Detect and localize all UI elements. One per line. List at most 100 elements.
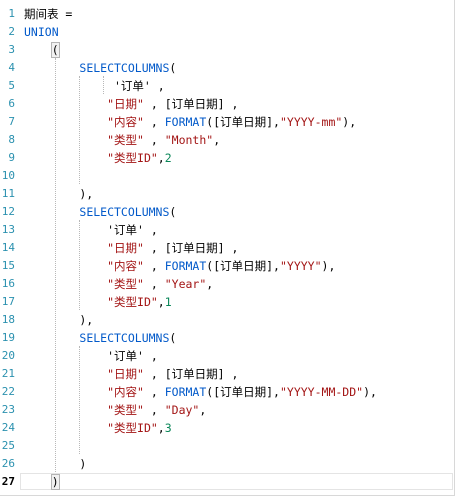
code-token: 2 xyxy=(164,151,172,165)
code-token: SELECTCOLUMNS xyxy=(79,61,170,75)
code-token: "YYYY" xyxy=(279,259,322,273)
code-token xyxy=(24,259,107,273)
code-token xyxy=(24,331,79,345)
code-token: "Month" xyxy=(164,133,214,147)
code-token: , [订单日期] , xyxy=(143,241,239,255)
code-token: ), xyxy=(342,115,357,129)
code-token xyxy=(24,295,107,309)
code-line[interactable]: "类型ID",3 xyxy=(24,419,172,437)
code-line[interactable]: '订单' , xyxy=(24,347,158,365)
code-line[interactable]: "内容" , FORMAT([订单日期],"YYYY-MM-DD"), xyxy=(24,383,377,401)
code-token: ([订单日期], xyxy=(206,259,280,273)
indent-guide xyxy=(79,220,80,310)
code-token xyxy=(24,205,79,219)
code-token: ) xyxy=(24,457,87,471)
code-token: FORMAT xyxy=(164,115,207,129)
code-token: , xyxy=(143,259,165,273)
code-line[interactable]: UNION xyxy=(24,23,59,41)
code-line[interactable]: 期间表 = xyxy=(24,5,72,23)
code-token: SELECTCOLUMNS xyxy=(79,205,170,219)
line-number: 10 xyxy=(1,169,15,182)
code-line[interactable]: '订单' , xyxy=(24,77,165,95)
code-line[interactable]: ), xyxy=(24,311,93,329)
line-number: 22 xyxy=(1,385,15,398)
code-token: '订单' , xyxy=(24,223,158,237)
code-token: , xyxy=(143,115,165,129)
line-number: 2 xyxy=(8,25,15,38)
code-token xyxy=(24,151,107,165)
code-line[interactable]: "日期" , [订单日期] , xyxy=(24,95,238,113)
code-token: , xyxy=(143,277,165,291)
code-line[interactable]: "内容" , FORMAT([订单日期],"YYYY-mm"), xyxy=(24,113,356,131)
code-line[interactable]: "内容" , FORMAT([订单日期],"YYYY"), xyxy=(24,257,335,275)
code-token: ( xyxy=(169,61,177,75)
code-token: ([订单日期], xyxy=(206,385,280,399)
line-number: 17 xyxy=(1,295,15,308)
code-token: , xyxy=(143,403,165,417)
line-number: 3 xyxy=(8,43,15,56)
code-token: "YYYY-mm" xyxy=(279,115,343,129)
code-token: "类型" xyxy=(107,403,144,417)
code-line[interactable]: SELECTCOLUMNS( xyxy=(24,203,176,221)
line-number: 12 xyxy=(1,205,15,218)
line-number: 23 xyxy=(1,403,15,416)
code-line[interactable]: SELECTCOLUMNS( xyxy=(24,59,176,77)
indent-guide xyxy=(79,346,80,454)
code-token: , xyxy=(143,133,165,147)
code-line[interactable]: "类型ID",2 xyxy=(24,149,172,167)
code-token xyxy=(24,385,107,399)
code-line[interactable]: ) xyxy=(24,473,59,491)
code-token xyxy=(24,133,107,147)
code-line[interactable]: "类型" , "Day", xyxy=(24,401,206,419)
line-number: 15 xyxy=(1,259,15,272)
code-token: "日期" xyxy=(107,367,144,381)
code-token xyxy=(24,367,107,381)
line-number: 1 xyxy=(8,7,15,20)
code-token: "Day" xyxy=(164,403,200,417)
code-line[interactable]: "类型" , "Year", xyxy=(24,275,213,293)
code-token: , xyxy=(213,133,221,147)
code-token: SELECTCOLUMNS xyxy=(79,331,170,345)
code-line[interactable]: '订单' , xyxy=(24,221,158,239)
code-token xyxy=(24,277,107,291)
code-token: "类型" xyxy=(107,277,144,291)
code-token: ( xyxy=(169,205,177,219)
code-token: FORMAT xyxy=(164,259,207,273)
current-line-highlight xyxy=(20,473,453,490)
code-token: "类型ID" xyxy=(107,151,158,165)
indent-guide xyxy=(79,76,80,184)
code-token: , xyxy=(157,295,165,309)
code-line[interactable]: ), xyxy=(24,185,93,203)
code-token: , xyxy=(157,151,165,165)
code-token: '订单' , xyxy=(24,79,165,93)
code-token: ), xyxy=(24,313,94,327)
code-token: ( xyxy=(169,331,177,345)
code-token: "内容" xyxy=(107,259,144,273)
code-token: , xyxy=(157,421,165,435)
line-number: 16 xyxy=(1,277,15,290)
code-token: "内容" xyxy=(107,385,144,399)
code-token: "类型ID" xyxy=(107,421,158,435)
code-line[interactable]: ) xyxy=(24,455,86,473)
code-token: "Year" xyxy=(164,277,207,291)
line-number: 18 xyxy=(1,313,15,326)
code-token: 期间表 = xyxy=(24,7,73,21)
code-token: '订单' , xyxy=(24,349,158,363)
line-number: 20 xyxy=(1,349,15,362)
line-number: 25 xyxy=(1,439,15,452)
line-number: 6 xyxy=(8,97,15,110)
line-number: 7 xyxy=(8,115,15,128)
code-line[interactable]: ( xyxy=(24,41,59,59)
line-number: 27 xyxy=(1,475,15,488)
code-line[interactable]: "类型" , "Month", xyxy=(24,131,220,149)
line-number: 14 xyxy=(1,241,15,254)
code-token xyxy=(24,421,107,435)
code-line[interactable]: "日期" , [订单日期] , xyxy=(24,239,238,257)
code-line[interactable]: "日期" , [订单日期] , xyxy=(24,365,238,383)
code-line[interactable]: "类型ID",1 xyxy=(24,293,172,311)
code-token xyxy=(24,115,107,129)
code-line[interactable]: SELECTCOLUMNS( xyxy=(24,329,176,347)
code-token: ([订单日期], xyxy=(206,115,280,129)
code-token: "类型ID" xyxy=(107,295,158,309)
